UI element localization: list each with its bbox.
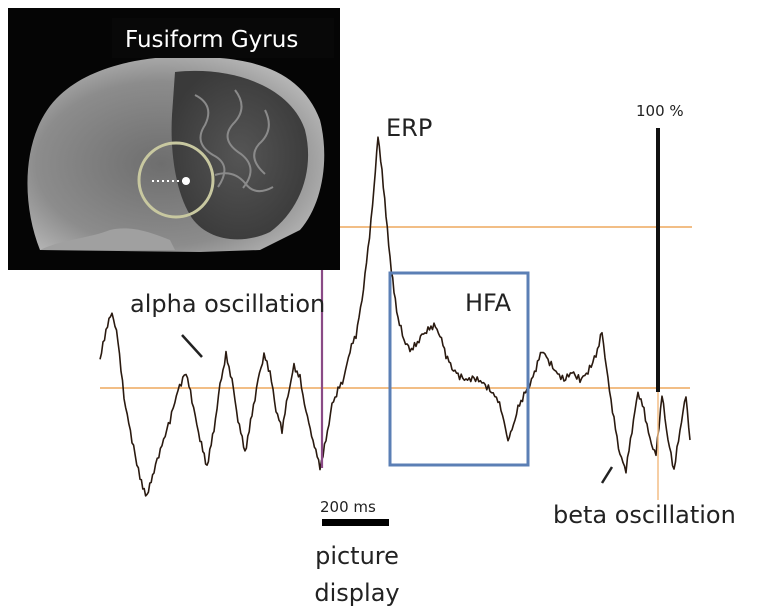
scale-bar — [322, 519, 389, 526]
scale-bar-label: 200 ms — [320, 498, 376, 516]
percent-label: 100 % — [636, 102, 684, 120]
alpha-pointer — [181, 334, 203, 358]
brain-folds — [194, 89, 274, 193]
beta-oscillation-label: beta oscillation — [553, 501, 736, 529]
inset-title-bg — [112, 18, 334, 58]
brain-cut-surface — [171, 70, 309, 240]
display-label: display — [314, 579, 399, 607]
hfa-window-box — [388, 271, 530, 467]
alpha-oscillation-label: alpha oscillation — [130, 290, 325, 318]
picture-label: picture — [315, 542, 399, 570]
erp-label: ERP — [386, 114, 432, 142]
fusiform-target-circle — [137, 141, 215, 219]
brain-inset: Fusiform Gyrus — [8, 8, 340, 270]
inset-title: Fusiform Gyrus — [125, 27, 298, 53]
electrode-tip — [182, 177, 190, 185]
beta-pointer — [600, 466, 614, 484]
face-shape — [40, 228, 175, 250]
hfa-label: HFA — [465, 289, 512, 317]
